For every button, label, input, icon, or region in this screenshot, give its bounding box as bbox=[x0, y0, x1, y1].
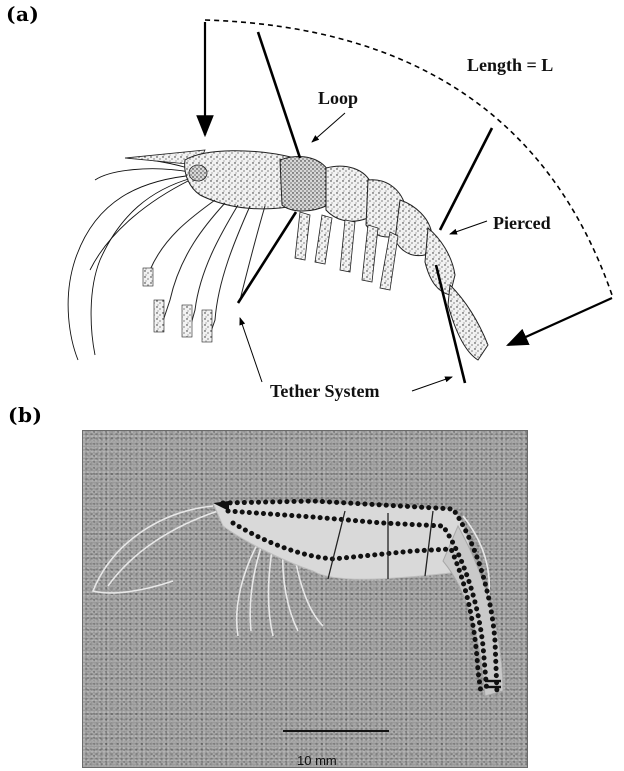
pierced-pointer bbox=[450, 221, 487, 234]
loop-label: Loop bbox=[318, 88, 358, 109]
loop-pointer bbox=[312, 113, 345, 142]
scale-bar-label: 10 mm bbox=[297, 753, 337, 768]
pierced-label: Pierced bbox=[493, 213, 551, 234]
tether-pointer-left bbox=[240, 318, 262, 382]
tether-line-left-lower bbox=[238, 212, 296, 303]
length-label: Length = L bbox=[467, 55, 553, 76]
panel-b-label: (b) bbox=[8, 403, 42, 427]
tether-line-left bbox=[258, 32, 300, 158]
tether-system-label: Tether System bbox=[270, 381, 380, 402]
shrimp-photo-graphic bbox=[83, 431, 527, 767]
tether-pointer-right bbox=[412, 377, 452, 391]
tether-line-right bbox=[440, 128, 492, 230]
length-arrow-right bbox=[508, 298, 612, 345]
eye bbox=[189, 165, 207, 181]
shrimp-photo: 10 mm bbox=[82, 430, 528, 768]
antennae bbox=[68, 158, 195, 360]
abdomen-segments bbox=[280, 156, 488, 360]
